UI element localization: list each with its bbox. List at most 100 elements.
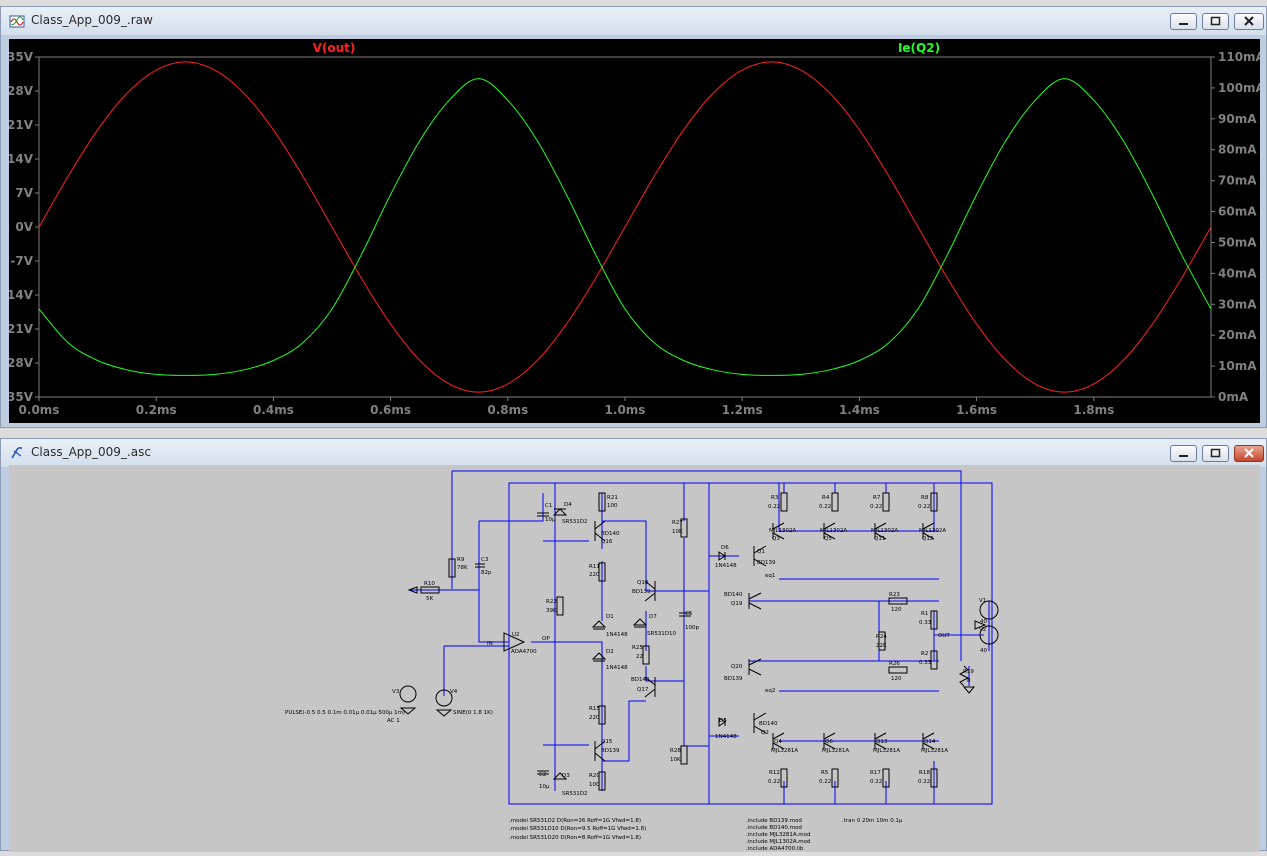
svg-text:Q16: Q16 (601, 539, 613, 545)
spice-directives[interactable]: .model SR531D2 D(Ron=26 Roff=1G Vfwd=1.8… (509, 818, 903, 852)
svg-text:22K: 22K (876, 643, 887, 649)
svg-text:C1: C1 (545, 503, 552, 509)
resistor-r28 (680, 745, 688, 765)
svg-text:82p: 82p (481, 570, 492, 576)
svg-text:BD140: BD140 (724, 592, 743, 598)
time-tick-label: 0.8ms (487, 403, 528, 417)
diode-d2 (591, 652, 607, 662)
time-tick-label: 1.2ms (722, 403, 763, 417)
schematic-drawing[interactable]: R21 100 BD140 Q16 C1 10µ D4 SR531D2 R27 … (9, 465, 1260, 852)
svg-text:Q18: Q18 (637, 580, 649, 586)
svg-text:SR531D10: SR531D10 (647, 631, 677, 637)
include-directive: .include MJL1302A.mod (746, 839, 810, 845)
svg-text:1N4148: 1N4148 (606, 632, 628, 638)
svg-text:MJL1302A: MJL1302A (919, 528, 946, 534)
resistor-r10 (420, 586, 440, 594)
waveform-close-button[interactable] (1234, 13, 1264, 30)
svg-text:eq1: eq1 (765, 573, 775, 579)
waveform-minimize-button[interactable] (1170, 13, 1197, 30)
svg-text:100p: 100p (685, 625, 699, 631)
schematic-restore-button[interactable] (1202, 445, 1229, 462)
svg-text:Q12: Q12 (922, 536, 933, 542)
schematic-titlebar[interactable]: Class_App_009_.asc (1, 439, 1266, 467)
svg-text:78K: 78K (457, 565, 468, 571)
waveform-window: Class_App_009_.raw 35V28V21V14V7V0V-7V-1… (0, 6, 1267, 428)
trace-label-ie-q2[interactable]: Ie(Q2) (898, 41, 940, 55)
ground-r19 (962, 686, 976, 694)
svg-text:D1: D1 (606, 614, 614, 620)
schematic-close-button[interactable] (1234, 445, 1264, 462)
time-tick-label: 0.6ms (370, 403, 411, 417)
svg-text:0.22: 0.22 (768, 504, 780, 510)
svg-text:R26: R26 (889, 661, 900, 667)
trace-vout[interactable] (38, 61, 1212, 393)
resistor-r21 (598, 492, 606, 512)
restore-icon (1210, 16, 1221, 26)
resistor-r1 (930, 610, 938, 630)
schematic-canvas[interactable]: R21 100 BD140 Q16 C1 10µ D4 SR531D2 R27 … (9, 465, 1260, 852)
svg-text:R15: R15 (589, 706, 600, 712)
diode-d7 (632, 618, 648, 628)
svg-text:Q1: Q1 (757, 549, 765, 555)
waveform-restore-button[interactable] (1202, 13, 1229, 30)
svg-text:0.22: 0.22 (870, 779, 882, 785)
svg-text:Q4: Q4 (774, 739, 782, 745)
time-tick-label: 1.4ms (839, 403, 880, 417)
svg-text:R25: R25 (632, 645, 643, 651)
svg-text:AC 1: AC 1 (387, 718, 400, 724)
svg-text:SR531D2: SR531D2 (562, 791, 588, 797)
left-tick-label: -14V (9, 288, 34, 302)
include-directive: .include BD139.mod (746, 818, 802, 824)
svg-text:Q19: Q19 (731, 601, 743, 607)
svg-text:MJL3281A: MJL3281A (771, 748, 798, 754)
svg-text:10K: 10K (670, 757, 681, 763)
left-tick-label: -28V (9, 356, 34, 370)
transistor-q2 (753, 712, 767, 734)
svg-text:5K: 5K (426, 596, 433, 602)
transistor-q16 (594, 520, 606, 542)
right-axis: 110mA100mA90mA80mA70mA60mA50mA40mA30mA20… (1211, 50, 1266, 404)
left-tick-label: 0V (15, 220, 33, 234)
svg-text:Q5: Q5 (824, 536, 832, 542)
svg-text:V3: V3 (392, 689, 400, 695)
svg-text:MJL3281A: MJL3281A (921, 748, 948, 754)
svg-text:120: 120 (891, 676, 902, 682)
transistor-q17 (644, 676, 656, 698)
schematic-icon (11, 447, 22, 459)
trace-ie-q2[interactable] (38, 78, 1212, 376)
svg-text:D3: D3 (562, 773, 570, 779)
time-tick-label: 0.4ms (253, 403, 294, 417)
resistor-r27 (680, 518, 688, 538)
svg-text:V2: V2 (979, 627, 986, 633)
resistor-r15 (598, 705, 606, 725)
right-tick-label: 80mA (1218, 143, 1257, 157)
svg-text:R7: R7 (873, 495, 881, 501)
right-tick-label: 90mA (1218, 112, 1257, 126)
diode-d3 (552, 772, 568, 780)
resistor-r17 (882, 768, 890, 788)
trace-label-vout[interactable]: V(out) (313, 41, 356, 55)
time-tick-label: 1.6ms (956, 403, 997, 417)
schematic-minimize-button[interactable] (1170, 445, 1197, 462)
svg-text:BD140: BD140 (601, 531, 620, 537)
svg-text:BD139: BD139 (632, 589, 651, 595)
svg-text:R20: R20 (589, 773, 600, 779)
resistor-r19 (958, 665, 970, 687)
waveform-titlebar[interactable]: Class_App_009_.raw (1, 7, 1266, 35)
ground-v4 (435, 709, 453, 717)
svg-text:BD139: BD139 (757, 560, 776, 566)
left-tick-label: 14V (9, 152, 34, 166)
svg-text:0.33: 0.33 (919, 660, 932, 666)
resistor-r11 (598, 562, 606, 582)
right-tick-label: 40mA (1218, 266, 1257, 280)
left-tick-label: 21V (9, 118, 34, 132)
svg-text:V4: V4 (450, 689, 458, 695)
transistor-q1 (753, 545, 767, 567)
resistor-r20 (598, 771, 606, 791)
transistor-q3 (772, 522, 785, 540)
svg-text:R23: R23 (889, 592, 900, 598)
right-tick-label: 30mA (1218, 297, 1257, 311)
close-icon (1244, 448, 1254, 458)
